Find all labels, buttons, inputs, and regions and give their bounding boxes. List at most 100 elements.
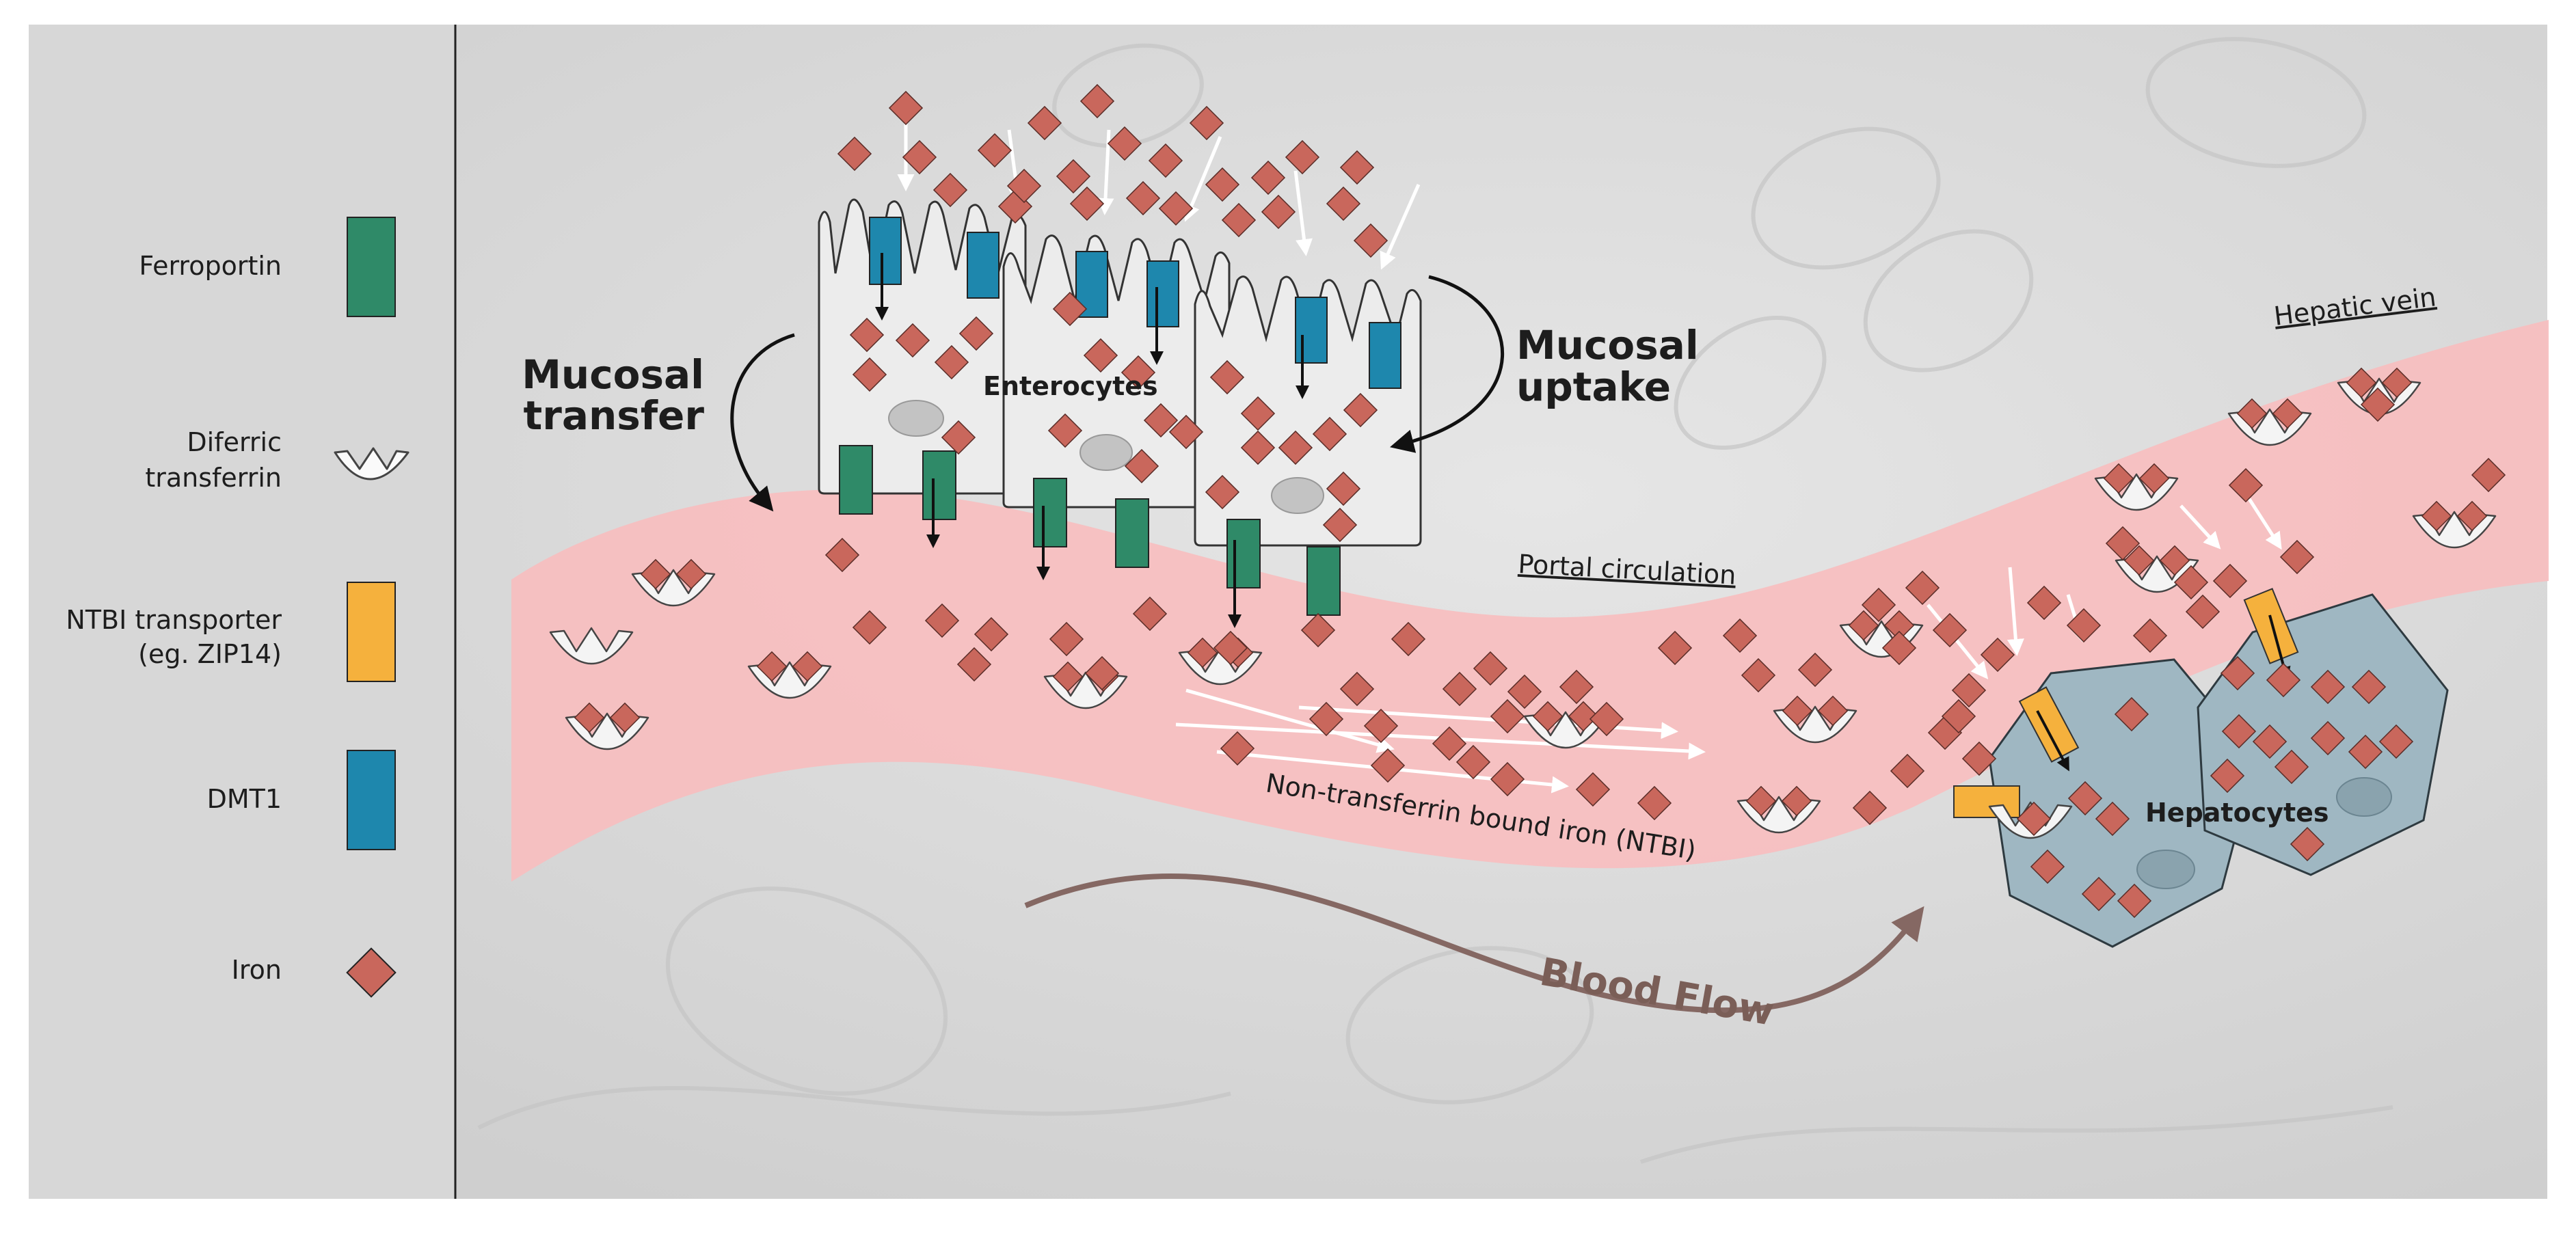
iron-diamond [2381,367,2413,398]
iron-diamond [2210,758,2245,794]
iron-diamond [902,139,937,175]
iron-diamond [1782,695,1813,727]
iron-diamond [1781,785,1812,817]
enterocyte-3 [1194,275,1422,547]
transferrin-cup [2227,398,2312,446]
iron-diamond [1881,630,1917,666]
dmt1-icon [347,750,396,850]
iron-diamond [2252,724,2287,759]
iron-diamond [1326,471,1361,506]
ferroportin-transporters [839,445,1341,616]
hepatocyte-nucleus-1 [2136,850,2195,889]
legend: Ferroportin Diferric transferrin NTBI tr… [66,217,410,998]
iron-particles [824,83,2506,919]
iron-diamond [1158,191,1194,226]
iron-diamond [1817,695,1849,727]
legend-dmt1-label: DMT1 [207,784,282,814]
iron-diamond [1353,223,1388,258]
iron-diamond [934,344,969,380]
iron-diamond [1125,180,1161,216]
transferrin-cup [1523,701,1608,749]
iron-diamond [675,558,707,590]
iron-diamond [1121,355,1156,390]
transferrin-cup [1736,785,1821,834]
iron-diamond [2310,669,2346,705]
iron-diamond [2360,387,2396,422]
enterocyte-nucleus-2 [1079,434,1133,471]
background-texture [477,37,2393,1164]
iron-diamond [977,133,1012,168]
iron-diamond [1326,186,1361,221]
iron-diamond [1049,621,1084,657]
iron-diamond [640,558,671,590]
iron-diamond [824,537,860,573]
iron-diamond [1861,587,1896,623]
iron-diamond [2279,539,2315,575]
legend-transferrin-label-1: Diferric [187,427,282,457]
iron-diamond [1432,726,1467,761]
iron-diamond [1056,159,1091,194]
iron-diamond [2290,826,2325,862]
iron-diamond [1339,671,1375,707]
iron-diamond [1890,753,1925,789]
iron-diamond [2378,724,2414,759]
iron-diamond [1027,105,1062,141]
iron-diamond [1309,701,1344,737]
ferroportin-icon [347,217,396,317]
legend-ferroportin-label: Ferroportin [139,251,282,281]
iron-diamond [2421,500,2452,532]
iron-diamond [956,647,992,682]
iron-diamond [2103,463,2134,494]
transport-arrows [875,253,2291,772]
iron-diamond [1575,772,1611,807]
transferrin-cup [747,651,832,699]
mucosal-uptake-label-1: Mucosal [1516,322,1699,368]
transferrin-cup [549,627,634,665]
iron-diamond [1240,430,1276,465]
iron-diamond [574,702,605,733]
mucosal-transfer-label-1: Mucosal [522,351,704,398]
iron-diamond [1932,612,1968,648]
iron-diamond [1363,708,1399,744]
iron-diamond [1107,126,1142,161]
enterocyte-nucleus-1 [888,400,944,437]
iron-diamond [1187,637,1218,668]
iron-diamond [1797,652,1833,688]
iron-diamond [2351,669,2387,705]
blood-flow-arrow [1024,873,1924,1014]
iron-diamond [1568,701,1599,732]
iron-diamond [1006,168,1042,204]
iron-diamond [2026,585,2062,621]
iron-diamond [1657,630,1693,666]
iron-diamond [1848,610,1879,641]
iron-diamond [1209,360,1245,395]
iron-diamond [1213,630,1248,666]
iron-diamond [2272,398,2303,429]
iron-diamond [1532,701,1564,732]
iron-diamond [1339,150,1375,185]
enterocyte-nucleus-3 [1271,477,1324,514]
transferrin-cup [565,702,649,750]
iron-diamond [2016,801,2052,837]
mucosal-uptake-label-2: uptake [1516,364,1671,410]
iron-diamond [2114,696,2149,732]
iron-diamond [2220,655,2255,691]
mucosal-transfer-label-2: transfer [524,392,705,439]
transferrin-cup [2094,463,2179,511]
iron-diamond [792,651,823,682]
iron-diamond [1589,701,1624,737]
iron-diamond [1490,699,1525,734]
iron-diamond [2471,457,2506,493]
iron-diamond [1490,761,1525,797]
iron-diamond [2221,714,2257,749]
enterocytes-label: Enterocytes [983,371,1158,401]
iron-diamond [2274,749,2309,785]
iron-diamond [2123,545,2155,576]
iron-diamond [1083,338,1118,373]
iron-diamond [852,357,887,392]
iron-diamond [2066,608,2102,643]
iron-diamond [2132,618,2168,653]
iron-diamond [2236,398,2268,429]
iron-diamond [2185,594,2221,629]
